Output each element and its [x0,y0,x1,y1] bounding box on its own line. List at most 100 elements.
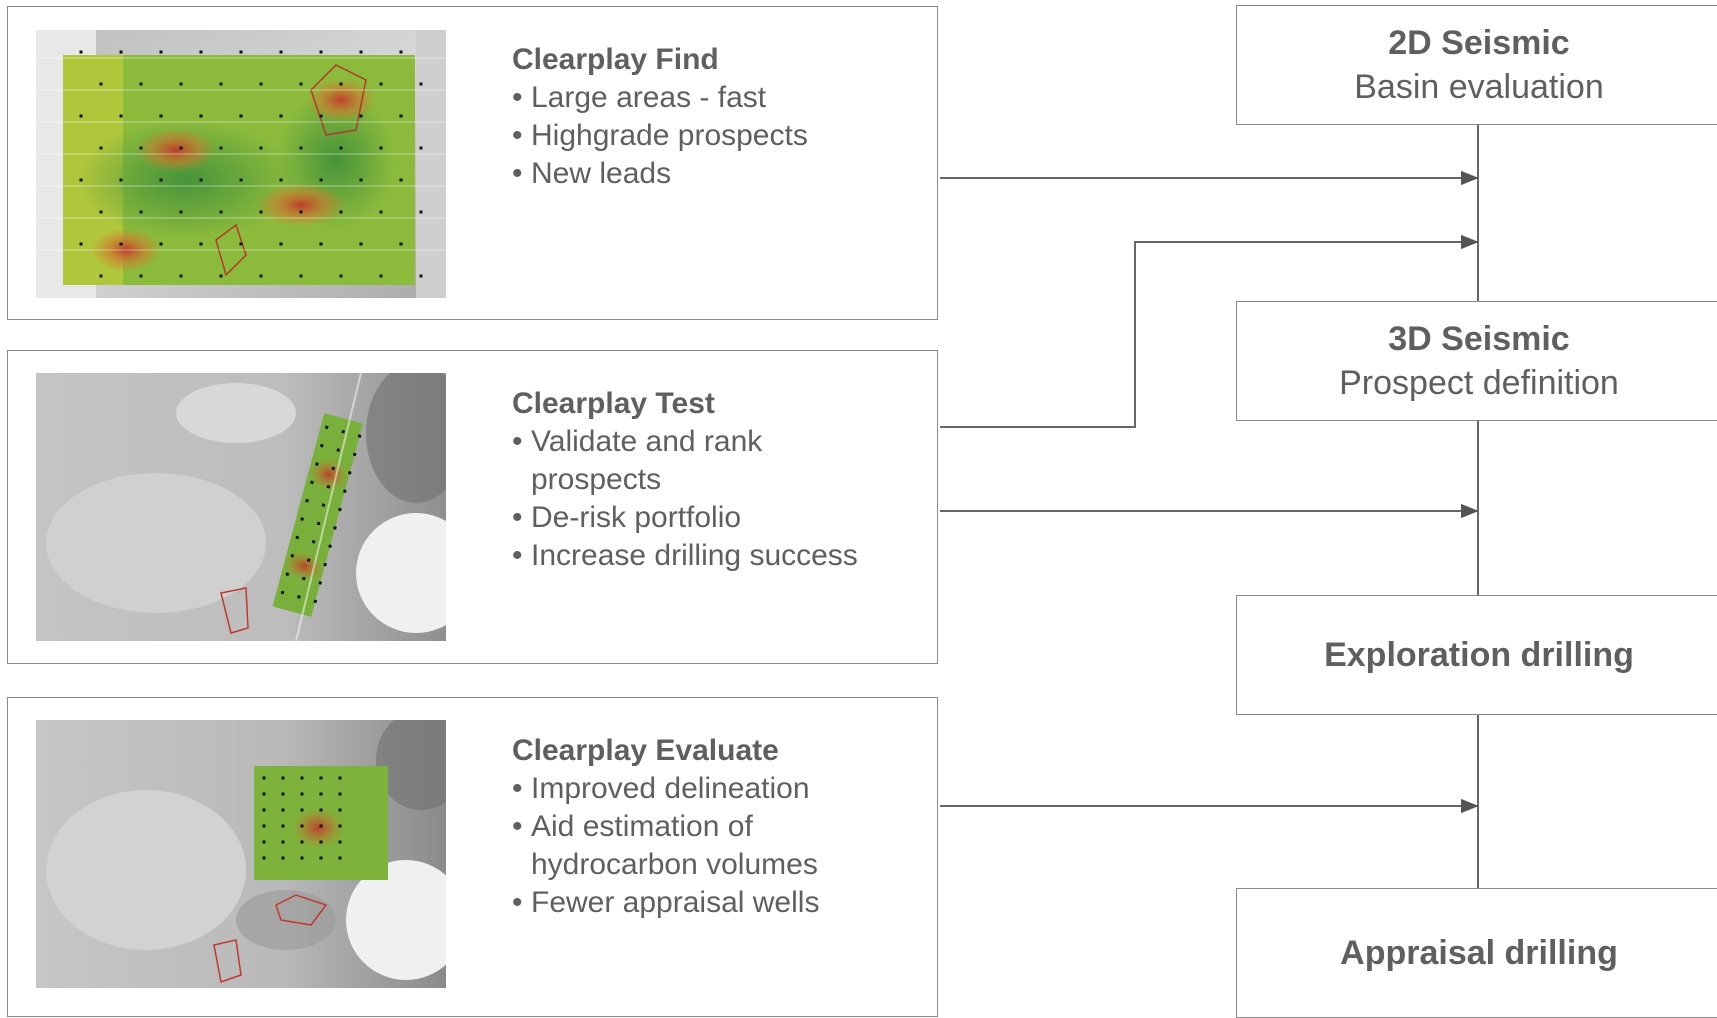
survey-point [338,776,342,780]
survey-point [347,470,352,475]
survey-point [285,572,290,576]
survey-point [99,274,103,278]
bullet-item: De-risk portfolio [512,499,922,537]
survey-point [199,50,203,54]
bullet-list: Improved delineation Aid estimation of h… [512,770,922,922]
survey-point [331,466,336,471]
bullet-list: Large areas - fast Highgrade prospects N… [512,79,922,193]
survey-point [300,517,304,521]
survey-point [300,840,304,844]
survey-point [281,792,285,796]
survey-point [239,178,243,182]
stage-2d-seismic: 2D Seismic Basin evaluation [1236,5,1717,125]
survey-point [279,242,283,246]
survey-point [279,50,283,54]
survey-point [259,146,263,150]
survey-point [300,776,304,780]
survey-point [321,503,326,507]
survey-point [297,595,301,599]
heatmap-image-find [36,30,446,298]
survey-point [159,242,163,246]
panel-clearplay-find: Clearplay Find Large areas - fast Highgr… [7,6,938,320]
survey-point [299,82,303,86]
survey-point [300,792,304,796]
heatmap-image-evaluate [36,720,446,988]
survey-point [342,489,347,494]
survey-point [319,114,323,118]
survey-point [318,581,323,585]
survey-point [328,544,332,549]
survey-point [306,558,311,563]
survey-point [305,498,309,503]
survey-point [333,526,337,530]
survey-point [199,114,203,118]
survey-point [279,178,283,182]
survey-point [239,114,243,118]
survey-point [281,808,285,812]
stage-exploration-drilling: Exploration drilling [1236,595,1717,715]
survey-point [299,274,303,278]
bullet-item: Increase drilling success [512,537,922,575]
survey-point [399,50,403,54]
survey-point [280,590,285,595]
survey-point [338,824,342,828]
survey-point [319,808,323,812]
survey-point [338,856,342,860]
bullet-item: Large areas - fast [512,79,922,117]
survey-point [179,274,183,278]
survey-point [319,856,323,860]
survey-point [99,82,103,86]
survey-point [359,178,363,182]
survey-point [299,210,303,214]
survey-point [119,178,123,182]
panel-title: Clearplay Find [512,43,719,76]
survey-point [300,824,304,828]
bullet-item: Highgrade prospects [512,117,922,155]
panel-title: Clearplay Test [512,387,715,420]
survey-point [319,242,323,246]
survey-point [338,840,342,844]
survey-point [319,50,323,54]
survey-point [319,178,323,182]
stage-title: 3D Seismic [1388,320,1570,358]
survey-point [338,792,342,796]
survey-point [359,114,363,118]
survey-point [262,824,266,828]
panel-clearplay-evaluate: Clearplay Evaluate Improved delineation … [7,697,938,1017]
survey-point [281,776,285,780]
survey-point [313,599,318,604]
survey-point [159,178,163,182]
bullet-item: Validate and rank [512,423,922,461]
survey-point [159,50,163,54]
survey-point [239,50,243,54]
survey-point [419,210,423,214]
survey-point [357,434,362,438]
survey-point [324,425,329,430]
stage-title: Exploration drilling [1324,636,1634,674]
survey-point [319,792,323,796]
survey-point [295,535,300,540]
survey-point [299,146,303,150]
survey-point [338,808,342,812]
stage-appraisal-drilling: Appraisal drilling [1236,888,1717,1018]
arrow-test-to-2d [940,234,1479,428]
survey-point [139,210,143,214]
bullet-list: Validate and rank prospects De-risk port… [512,423,922,575]
survey-point [99,210,103,214]
survey-point [319,443,324,448]
survey-point [379,210,383,214]
survey-point [259,274,263,278]
panel-text-evaluate: Clearplay Evaluate Improved delineation … [512,732,922,922]
survey-point [300,856,304,860]
survey-point [359,242,363,246]
survey-point [319,824,323,828]
bullet-continuation: prospects [531,463,662,496]
survey-point [323,562,327,567]
survey-point [281,856,285,860]
survey-point [119,242,123,246]
survey-point [259,210,263,214]
survey-point [281,824,285,828]
survey-point [139,146,143,150]
panel-text-test: Clearplay Test Validate and rank prospec… [512,385,922,575]
survey-point [300,808,304,812]
